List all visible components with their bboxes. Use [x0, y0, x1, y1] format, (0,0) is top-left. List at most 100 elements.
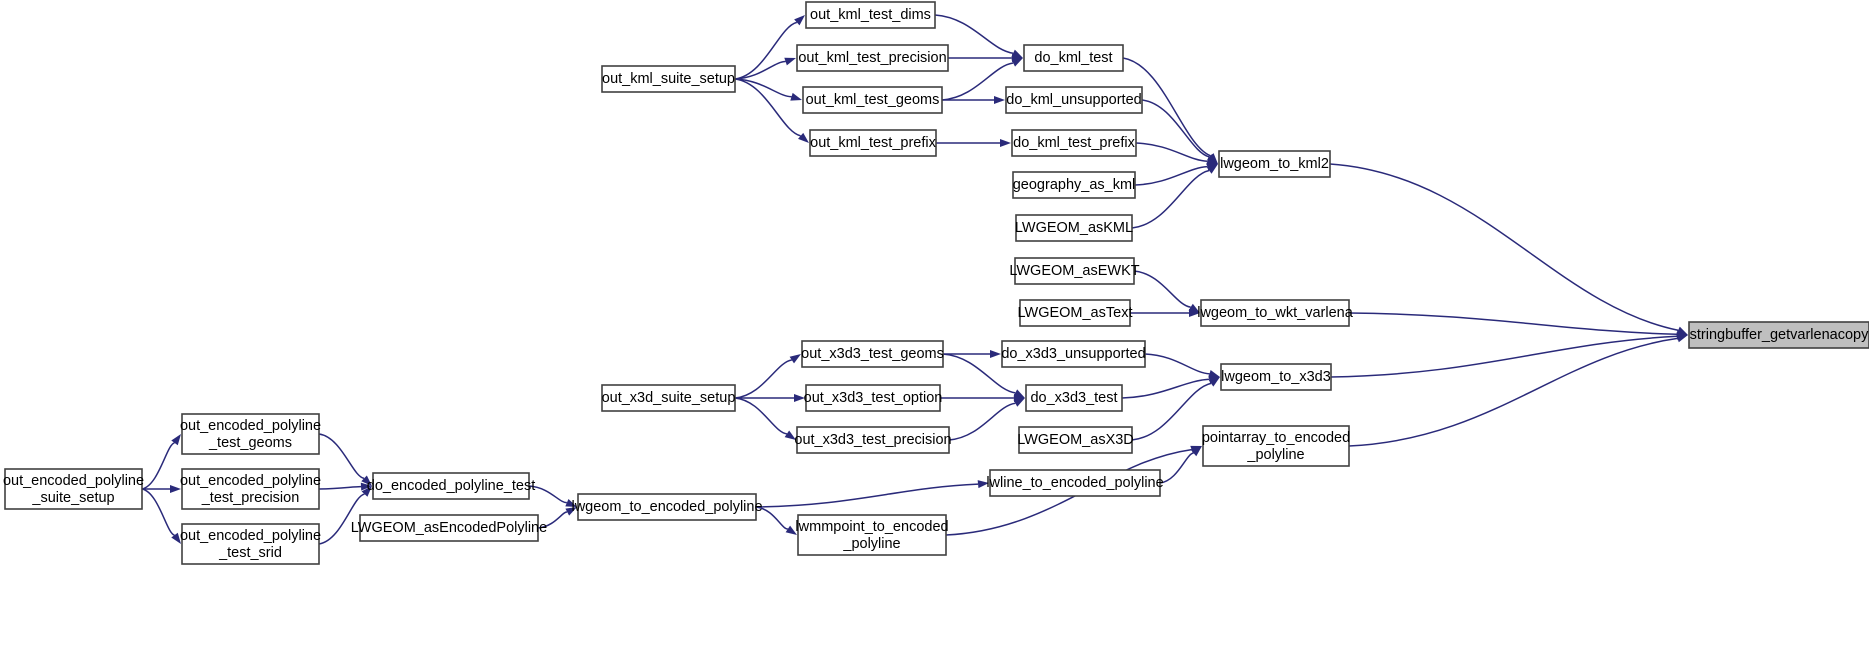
node-label: do_kml_test: [1034, 50, 1112, 66]
node-label: out_x3d_suite_setup: [602, 390, 736, 406]
call-edge-arrowhead: [790, 92, 802, 101]
node-label: lwgeom_to_x3d3: [1221, 369, 1331, 385]
graph-node-lwgeom-to-kml2[interactable]: lwgeom_to_kml2: [1218, 150, 1331, 178]
graph-node-lwmmpoint-to-encoded-polyline[interactable]: lwmmpoint_to_encoded_polyline: [795, 514, 949, 556]
node-box[interactable]: [809, 129, 937, 157]
node-box[interactable]: [796, 426, 950, 454]
call-edge: [318, 485, 362, 490]
call-edge: [734, 78, 801, 137]
graph-node-pointarray-to-encoded-polyline[interactable]: pointarray_to_encoded_polyline: [1202, 425, 1350, 467]
node-box[interactable]: [577, 493, 757, 521]
call-edge-arrowhead: [171, 532, 181, 544]
node-box[interactable]: [1011, 129, 1137, 157]
node-box[interactable]: [1005, 86, 1143, 114]
graph-node-do-kml-test[interactable]: do_kml_test: [1023, 44, 1124, 72]
node-box[interactable]: [1015, 214, 1133, 242]
graph-node-do-kml-test-prefix[interactable]: do_kml_test_prefix: [1011, 129, 1137, 157]
node-label: lwgeom_to_kml2: [1220, 156, 1329, 172]
node-box[interactable]: [1018, 426, 1133, 454]
node-box[interactable]: [1001, 340, 1146, 368]
node-box[interactable]: [1688, 321, 1869, 349]
graph-node-do-x3d3-test[interactable]: do_x3d3_test: [1025, 384, 1123, 412]
graph-node-out-encoded-polyline-test-srid[interactable]: out_encoded_polyline_test_srid: [180, 523, 321, 565]
node-box[interactable]: [802, 86, 943, 114]
node-box[interactable]: [801, 340, 944, 368]
node-box[interactable]: [1019, 299, 1131, 327]
call-edge-arrowhead: [360, 482, 372, 491]
graph-node-geography-as-kml[interactable]: geography_as_kml: [1012, 171, 1136, 199]
node-box[interactable]: [181, 468, 320, 510]
graph-node-out-kml-suite-setup[interactable]: out_kml_suite_setup: [601, 65, 736, 93]
node-label: stringbuffer_getvarlenacopy: [1690, 327, 1869, 343]
graph-node-LWGEOM-asEncodedPolyline[interactable]: LWGEOM_asEncodedPolyline: [351, 514, 547, 542]
node-box[interactable]: [4, 468, 143, 510]
node-box[interactable]: [181, 413, 320, 455]
graph-node-out-kml-test-geoms[interactable]: out_kml_test_geoms: [802, 86, 943, 114]
graph-node-lwgeom-to-encoded-polyline[interactable]: lwgeom_to_encoded_polyline: [571, 493, 763, 521]
graph-node-lwline-to-encoded-polyline[interactable]: lwline_to_encoded_polyline: [986, 469, 1164, 497]
graph-node-out-x3d3-test-precision[interactable]: out_x3d3_test_precision: [794, 426, 952, 454]
node-label: LWGEOM_asText: [1018, 305, 1133, 321]
node-label: out_kml_test_geoms: [806, 92, 940, 108]
node-box[interactable]: [1025, 384, 1123, 412]
graph-node-out-x3d3-test-geoms[interactable]: out_x3d3_test_geoms: [801, 340, 944, 368]
node-box[interactable]: [1023, 44, 1124, 72]
graph-node-out-encoded-polyline-test-geoms[interactable]: out_encoded_polyline_test_geoms: [180, 413, 321, 455]
node-box[interactable]: [181, 523, 320, 565]
graph-node-do-x3d3-unsupported[interactable]: do_x3d3_unsupported: [1001, 340, 1146, 368]
node-box[interactable]: [1012, 171, 1136, 199]
graph-node-out-kml-test-precision[interactable]: out_kml_test_precision: [796, 44, 949, 72]
graph-node-out-encoded-polyline-test-precision[interactable]: out_encoded_polyline_test_precision: [180, 468, 321, 510]
call-edge: [1329, 163, 1679, 332]
call-edge-arrowhead: [977, 480, 989, 489]
graph-node-LWGEOM-asX3D[interactable]: LWGEOM_asX3D: [1017, 426, 1134, 454]
node-box[interactable]: [797, 514, 947, 556]
graph-node-out-kml-test-prefix[interactable]: out_kml_test_prefix: [809, 129, 937, 157]
graph-node-out-x3d-suite-setup[interactable]: out_x3d_suite_setup: [601, 384, 736, 412]
graph-node-out-x3d3-test-option[interactable]: out_x3d3_test_option: [804, 384, 943, 412]
node-label: LWGEOM_asEncodedPolyline: [351, 520, 547, 536]
call-edge: [734, 359, 793, 399]
node-box[interactable]: [601, 65, 736, 93]
graph-node-lwgeom-to-x3d3[interactable]: lwgeom_to_x3d3: [1220, 363, 1332, 391]
call-edge: [1135, 142, 1208, 163]
call-edge-arrowhead: [1206, 153, 1218, 164]
call-edge: [1348, 312, 1678, 336]
graph-node-stringbuffer-getvarlenacopy[interactable]: stringbuffer_getvarlenacopy: [1688, 321, 1869, 349]
graph-node-out-encoded-polyline-suite-setup[interactable]: out_encoded_polyline_suite_setup: [3, 468, 144, 510]
node-box[interactable]: [805, 1, 936, 29]
node-label: out_x3d3_test_geoms: [801, 346, 944, 362]
node-box[interactable]: [1220, 363, 1332, 391]
node-box[interactable]: [1202, 425, 1350, 467]
node-box[interactable]: [1014, 257, 1135, 285]
node-box[interactable]: [601, 384, 736, 412]
call-edge: [941, 62, 1014, 101]
graph-node-do-kml-unsupported[interactable]: do_kml_unsupported: [1005, 86, 1143, 114]
call-edge: [141, 442, 175, 490]
graph-node-LWGEOM-asKML[interactable]: LWGEOM_asKML: [1015, 214, 1133, 242]
node-box[interactable]: [1200, 299, 1350, 327]
graph-node-LWGEOM-asText[interactable]: LWGEOM_asText: [1018, 299, 1133, 327]
node-box[interactable]: [1218, 150, 1331, 178]
call-edge-arrowhead: [1676, 334, 1688, 343]
call-edge-arrowhead: [784, 57, 796, 66]
call-edge: [537, 511, 568, 529]
graph-node-LWGEOM-asEWKT[interactable]: LWGEOM_asEWKT: [1009, 257, 1140, 285]
call-edge: [1131, 169, 1210, 229]
node-label: out_encoded_polyline_test_srid: [180, 528, 321, 561]
graph-node-out-kml-test-dims[interactable]: out_kml_test_dims: [805, 1, 936, 29]
node-box[interactable]: [989, 469, 1161, 497]
node-label: do_x3d3_test: [1030, 390, 1117, 406]
graph-node-do-encoded-polyline-test[interactable]: do_encoded_polyline_test: [367, 472, 536, 500]
graph-node-lwgeom-to-wkt-varlena[interactable]: lwgeom_to_wkt_varlena: [1197, 299, 1354, 327]
node-box[interactable]: [796, 44, 949, 72]
node-box[interactable]: [372, 472, 530, 500]
call-edge: [318, 493, 365, 545]
call-edge-arrowhead: [794, 15, 805, 26]
call-edge-arrowhead: [361, 475, 372, 486]
call-edge: [734, 21, 798, 80]
node-box[interactable]: [805, 384, 941, 412]
node-box[interactable]: [359, 514, 539, 542]
node-label: pointarray_to_encoded_polyline: [1202, 430, 1350, 463]
